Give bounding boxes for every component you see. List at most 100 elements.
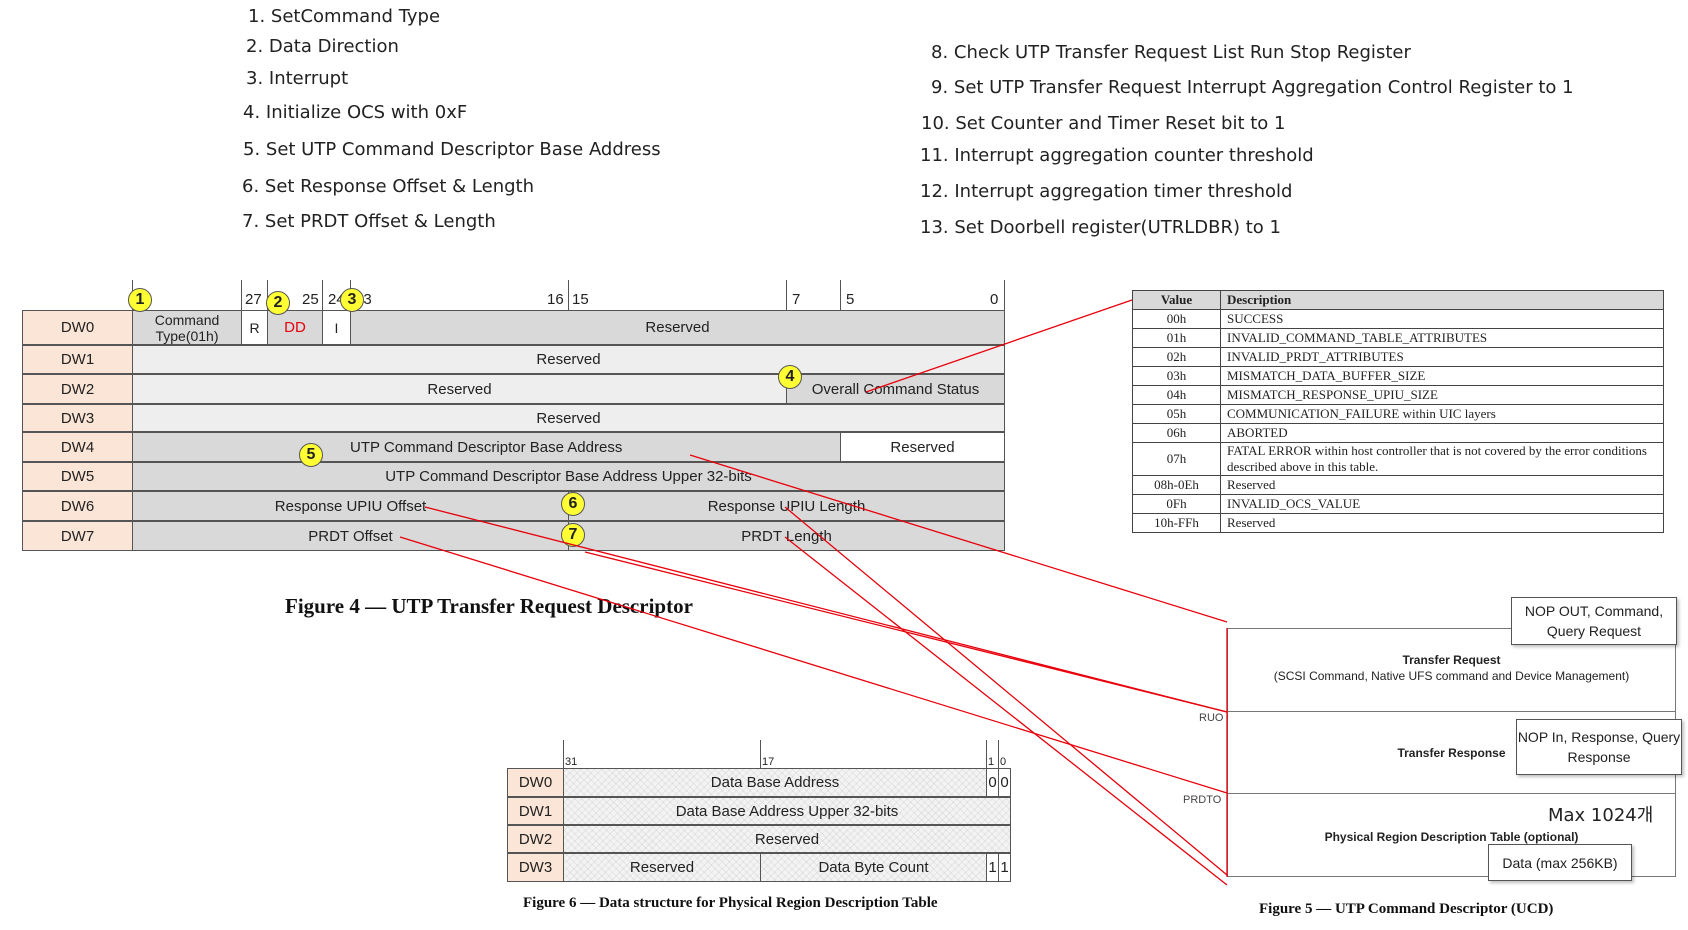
- ocs-value: 06h: [1132, 423, 1221, 443]
- data-base-address-upper-field: Data Base Address Upper 32-bits: [563, 797, 1011, 825]
- figure-5-caption: Figure 5 — UTP Command Descriptor (UCD): [1259, 901, 1554, 917]
- max-entries-label: Max 1024개: [1548, 805, 1654, 826]
- step-9: 9. Set UTP Transfer Request Interrupt Ag…: [931, 77, 1574, 98]
- bit-label-15: 15: [572, 291, 589, 308]
- ocs-value: 10h-FFh: [1132, 513, 1221, 533]
- step-2: 2. Data Direction: [246, 36, 399, 57]
- badge-1: 1: [128, 288, 152, 312]
- step-11: 11. Interrupt aggregation counter thresh…: [920, 145, 1314, 166]
- bit-label-25: 25: [302, 291, 319, 308]
- transfer-response-title: Transfer Response: [1397, 746, 1506, 760]
- dw-label: DW5: [22, 462, 133, 491]
- bit-label-7: 7: [792, 291, 801, 308]
- bit-tick: [1004, 280, 1005, 312]
- transfer-request-title: Transfer Request: [1402, 653, 1501, 667]
- ocs-header-value: Value: [1132, 290, 1221, 310]
- prdt-bit-1: 1: [988, 756, 995, 768]
- prdto-label: PRDTO: [1183, 794, 1222, 806]
- callout-request: NOP OUT, Command, Query Request: [1511, 597, 1677, 645]
- callout-data: Data (max 256KB): [1488, 844, 1632, 881]
- prdt-block-title: Physical Region Description Table (optio…: [1324, 830, 1579, 844]
- callout-response: NOP In, Response, Query Response: [1516, 719, 1682, 775]
- i-field: I: [322, 310, 351, 345]
- command-type-field: Command Type(01h): [132, 310, 242, 345]
- ocs-description: ABORTED: [1220, 423, 1664, 443]
- r-field: R: [241, 310, 268, 345]
- step-3: 3. Interrupt: [246, 68, 349, 89]
- bit-tick: [241, 280, 242, 312]
- ocs-description: MISMATCH_RESPONSE_UPIU_SIZE: [1220, 385, 1664, 405]
- dw-label: DW0: [507, 768, 564, 797]
- prdt-dw2-reserved: Reserved: [563, 825, 1011, 853]
- badge-5: 5: [299, 443, 323, 467]
- bit-tick: [998, 740, 999, 768]
- badge-4: 4: [778, 365, 802, 389]
- response-upiu-length-field: Response UPIU Length: [568, 491, 1005, 521]
- prdt-bit-17: 17: [762, 756, 775, 768]
- data-base-address-field: Data Base Address: [563, 768, 987, 797]
- badge-6: 6: [561, 492, 585, 516]
- bit-tick: [760, 740, 761, 768]
- bit-label-5: 5: [846, 291, 855, 308]
- ocs-description: Reserved: [1220, 513, 1664, 533]
- step-5: 5. Set UTP Command Descriptor Base Addre…: [243, 139, 661, 160]
- ocs-description: COMMUNICATION_FAILURE within UIC layers: [1220, 404, 1664, 424]
- prdt-dw3-reserved: Reserved: [563, 853, 761, 882]
- ocs-value: 05h: [1132, 404, 1221, 424]
- dw3-reserved: Reserved: [132, 404, 1005, 432]
- ocs-description: INVALID_PRDT_ATTRIBUTES: [1220, 347, 1664, 367]
- transfer-request-subtitle: (SCSI Command, Native UFS command and De…: [1273, 669, 1630, 683]
- dw-label: DW3: [22, 404, 133, 432]
- transfer-request-block: Transfer Request (SCSI Command, Native U…: [1227, 628, 1676, 712]
- dw-label: DW1: [507, 797, 564, 825]
- dw-label: DW4: [22, 432, 133, 462]
- ucd-base-address-upper-field: UTP Command Descriptor Base Address Uppe…: [132, 462, 1005, 491]
- data-byte-count-field: Data Byte Count: [760, 853, 987, 882]
- overall-command-status-field: Overall Command Status: [786, 374, 1005, 404]
- ocs-header-row: Value Description: [1132, 290, 1664, 310]
- bit-label-16: 16: [547, 291, 564, 308]
- ocs-description: Reserved: [1220, 475, 1664, 495]
- prdt-offset-to-prdto-line: [584, 551, 1228, 713]
- prdt-bit-0: 0: [1000, 756, 1007, 768]
- ocs-value: 08h-0Eh: [1132, 475, 1221, 495]
- ocs-value: 04h: [1132, 385, 1221, 405]
- dw-label: DW1: [22, 345, 133, 374]
- bit-tick: [322, 280, 323, 312]
- bit-label-27: 27: [245, 291, 262, 308]
- response-upiu-offset-field: Response UPIU Offset: [132, 491, 569, 521]
- bit-tick: [568, 280, 569, 312]
- ocs-value: 00h: [1132, 309, 1221, 329]
- step-1: 1. SetCommand Type: [248, 6, 441, 27]
- prdt-dw3-bit0: 1: [998, 853, 1011, 882]
- dw-label: DW7: [22, 521, 133, 551]
- ocs-value: 02h: [1132, 347, 1221, 367]
- ocs-description: FATAL ERROR within host controller that …: [1220, 442, 1664, 476]
- prdt-dw0-bit0: 0: [998, 768, 1011, 797]
- step-6: 6. Set Response Offset & Length: [242, 176, 534, 197]
- figure-4-caption: Figure 4 — UTP Transfer Request Descript…: [285, 594, 693, 618]
- bit-label-0: 0: [990, 291, 999, 308]
- dw2-reserved: Reserved: [132, 374, 787, 404]
- step-8: 8. Check UTP Transfer Request List Run S…: [931, 42, 1411, 63]
- ocs-description: SUCCESS: [1220, 309, 1664, 329]
- bit-tick: [786, 280, 787, 312]
- prdt-bit-31: 31: [565, 756, 578, 768]
- dw4-reserved: Reserved: [840, 432, 1005, 462]
- dw1-reserved: Reserved: [132, 345, 1005, 374]
- dw0-reserved: Reserved: [350, 310, 1005, 345]
- dw-label: DW3: [507, 853, 564, 882]
- ocs-value: 07h: [1132, 442, 1221, 476]
- ocs-description: INVALID_COMMAND_TABLE_ATTRIBUTES: [1220, 328, 1664, 348]
- ruo-label: RUO: [1199, 712, 1224, 724]
- dw-label: DW2: [507, 825, 564, 853]
- badge-2: 2: [266, 291, 290, 315]
- figure-6-caption: Figure 6 — Data structure for Physical R…: [523, 895, 938, 911]
